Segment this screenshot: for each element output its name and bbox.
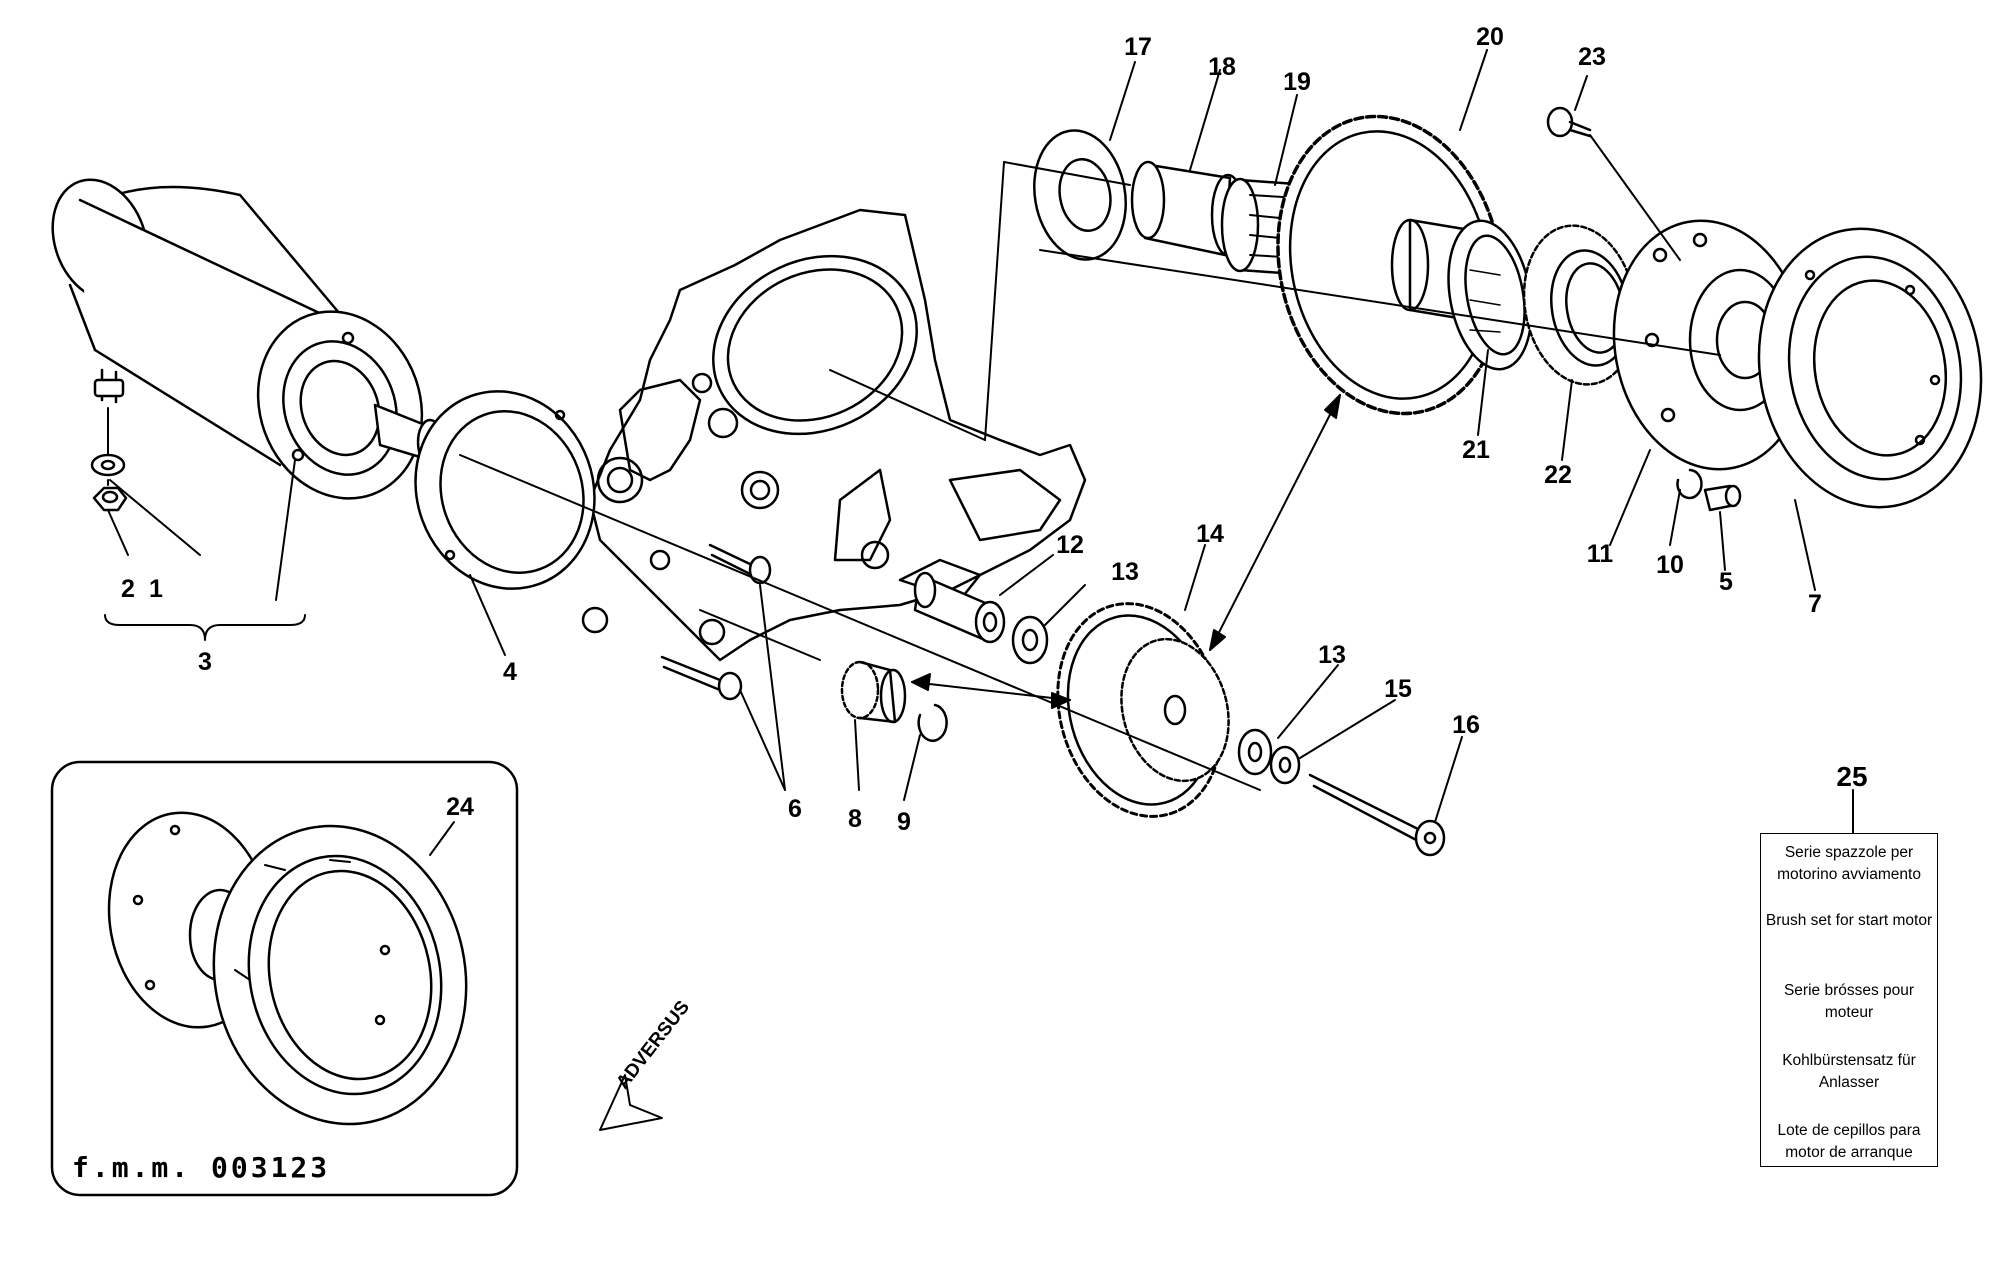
gear — [1056, 602, 1230, 818]
label-part-10: 10 — [1656, 551, 1684, 579]
thrust-washer — [1033, 129, 1127, 261]
inset-panel — [50, 760, 519, 1197]
circlip — [917, 703, 948, 742]
brand-logo — [599, 1074, 663, 1131]
label-part-3: 3 — [198, 648, 212, 676]
legend-entry-fr: Serie brósses pour moteur — [1783, 982, 1915, 1021]
label-part-20: 20 — [1476, 23, 1504, 51]
shaft — [913, 571, 1006, 644]
label-part-14: 14 — [1196, 520, 1224, 548]
label-part-8: 8 — [848, 805, 862, 833]
drum — [1757, 227, 1983, 509]
snap-ring — [1447, 219, 1533, 371]
label-part-7: 7 — [1808, 590, 1822, 618]
nut — [92, 486, 128, 512]
label-part-1: 1 — [149, 575, 163, 603]
gasket — [414, 390, 596, 590]
washer — [90, 453, 126, 477]
pin — [1703, 484, 1742, 512]
label-part-6: 6 — [788, 795, 802, 823]
bracket — [104, 614, 306, 641]
legend-entry-en: Brush set for start motor — [1765, 912, 1933, 929]
legend-entry-es: Lote de cepillos para motor de arranque — [1777, 1122, 1921, 1161]
label-part-19: 19 — [1283, 68, 1311, 96]
pinion — [840, 660, 907, 724]
start-motor — [51, 178, 444, 500]
screw — [660, 543, 772, 701]
label-part-13-left: 13 — [1111, 558, 1139, 586]
engine-case — [581, 208, 1087, 662]
label-part-9: 9 — [897, 808, 911, 836]
brand-text: ADVERSUS — [612, 997, 694, 1093]
screw — [1546, 106, 1592, 138]
label-part-23: 23 — [1578, 43, 1606, 71]
label-part-24: 24 — [446, 793, 474, 821]
label-part-18: 18 — [1208, 53, 1236, 81]
label-part-11: 11 — [1587, 540, 1614, 568]
bolt — [1308, 773, 1446, 857]
legend-entry-de: Kohlbürstensatz für Anlasser — [1782, 1052, 1916, 1091]
sleeve — [1130, 160, 1246, 257]
legend-box: Serie spazzole per motorino avviamento B… — [1760, 833, 1938, 1167]
label-part-16: 16 — [1452, 711, 1480, 739]
legend-entry-it: Serie spazzole per motorino avviamento — [1777, 844, 1921, 883]
label-part-17: 17 — [1124, 33, 1152, 61]
label-part-15: 15 — [1384, 675, 1412, 703]
label-part-12: 12 — [1056, 531, 1084, 559]
label-part-2: 2 — [121, 575, 135, 603]
washer — [1237, 728, 1273, 776]
leader-lines — [107, 49, 1816, 823]
arrow — [911, 394, 1341, 709]
label-part-21: 21 — [1462, 436, 1490, 464]
washer — [1011, 615, 1049, 665]
label-part-5: 5 — [1719, 568, 1733, 596]
circlip — [1676, 468, 1703, 500]
label-part-13-right: 13 — [1318, 641, 1346, 669]
part-labels: 1 2 3 4 5 6 7 8 9 10 11 12 13 14 13 15 1… — [121, 23, 1868, 836]
label-part-25: 25 — [1836, 761, 1867, 792]
drawing-code: f.m.m. 003123 — [72, 1151, 330, 1184]
label-part-22: 22 — [1544, 461, 1572, 489]
label-part-4: 4 — [503, 658, 517, 686]
